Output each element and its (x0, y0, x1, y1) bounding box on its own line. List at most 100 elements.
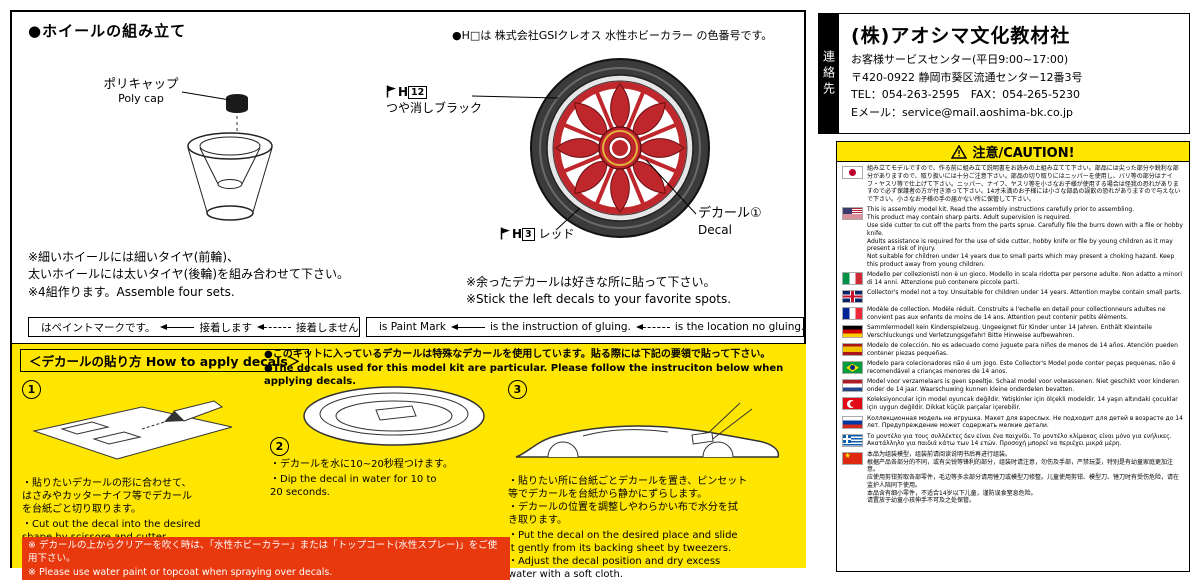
flag-italy-icon (842, 272, 863, 286)
water-dish-illustration (303, 386, 485, 446)
caution-text-greek: Το μοντέλο για τους συλλέκτες δεν είναι … (867, 432, 1172, 448)
caution-entry-german: Sammlermodell kein Kinderspielzeug. Unge… (842, 324, 1184, 340)
paint-number-3: 3 (522, 228, 535, 241)
topcoat-warning: ※ デカールの上からクリアーを吹く時は、「水性ホビーカラー」または「トップコート… (22, 537, 510, 580)
legend-glue-jp: 接着します (199, 321, 252, 334)
caution-text-dutch: Model voor verzamelaars is geen speeltje… (867, 378, 1179, 394)
caution-entry-italian: Modello per collezionisti non è un gioco… (842, 271, 1184, 287)
flag-greece-icon (842, 433, 863, 447)
caution-text-english-uk: Collector's model not a toy. Unsuitable … (867, 289, 1182, 297)
topcoat-warning-en: ※ Please use water paint or topcoat when… (28, 566, 333, 578)
paint-mark-icon (386, 85, 396, 98)
decal-callout-en: Decal (698, 222, 732, 237)
caution-title: 注意/CAUTION! (972, 146, 1075, 161)
wheel-illustration (530, 58, 710, 238)
paint-number-12: 12 (408, 86, 428, 99)
polycap-label-jp: ポリキャップ (103, 76, 179, 91)
glue-arrow-icon (450, 323, 485, 331)
caution-entry-japanese: 組み立てモデルですので、作る前に組み立て説明書をお読みの上組み立てて下さい。部品… (842, 165, 1184, 204)
flag-turkey-icon (842, 397, 863, 411)
decal-howto-intro: ●このキットに入っているデカールは特殊なデカールを使用しています。貼る際には下記… (264, 348, 806, 389)
howto-intro-jp: ●このキットに入っているデカールは特殊なデカールを使用しています。貼る際には下記… (264, 349, 771, 360)
legend-paint-jp: はペイントマークです。 (41, 321, 156, 334)
caution-text-french: Modèle de collection. Modèle réduit. Con… (867, 305, 1166, 321)
tire-combination-note: ※細いホイールには細いタイヤ(前輪)、 太いホイールには太いタイヤ(後輪)を組み… (28, 250, 350, 299)
address-line: 〒420-0922 静岡市葵区流通センター12番3号 (851, 70, 1083, 84)
flag-uk-icon (842, 290, 863, 304)
flag-netherlands-icon (842, 379, 863, 393)
apply-decal-illustration (515, 402, 780, 458)
warning-icon (951, 144, 968, 159)
legend-noglue-en: is the location no gluing. (674, 321, 805, 333)
caution-text-chinese: 本品为组装模型，组装前请阅读说明书后再进行组装。 根据产品各部分的不同，或有尖锐… (867, 450, 1180, 505)
step-3-text-jp: ・貼りたい所に台紙ごとデカールを置き、ピンセット 等でデカールを台紙から静かにず… (508, 476, 748, 526)
decal-howto-panel: ＜デカールの貼り方 How to apply decals＞ ●このキットに入っ… (12, 343, 806, 580)
caution-entry-english-uk: Collector's model not a toy. Unsuitable … (842, 289, 1184, 304)
tel-fax-line: TEL：054-263-2595 FAX：054-265-5230 (851, 88, 1081, 102)
flat-black-label-text: つや消しブラック (386, 101, 483, 116)
step-3-number: 3 (508, 380, 527, 399)
polycap-label: ポリキャップ Poly cap (86, 76, 196, 105)
paint-mark-icon (500, 227, 510, 240)
flag-usa-icon (842, 207, 863, 221)
flag-brazil-icon (842, 361, 863, 375)
caution-text-spanish: Modelo de colección. No es adecuado como… (867, 342, 1178, 357)
caution-text-german: Sammlermodell kein Kinderspielzeug. Unge… (867, 324, 1152, 339)
step-1-number: 1 (22, 380, 41, 399)
howto-step-3: 3 ・貼りたい所に台紙ごとデカールを置き、ピンセット 等でデカールを台紙から静か… (508, 378, 800, 580)
cutting-decal-illustration (32, 400, 233, 460)
flag-russia-icon (842, 415, 863, 429)
legend-english: is Paint Mark is the instruction of glui… (366, 317, 804, 337)
legend-japanese: はペイントマークです。 接着します 接着しません (28, 317, 360, 337)
contact-body: (株)アオシマ文化教材社 お客様サービスセンター(平日9:00~17:00) 〒… (843, 14, 1189, 121)
caution-text-italian: Modello per collezionisti non è un gioco… (867, 271, 1183, 287)
caution-entries: 組み立てモデルですので、作る前に組み立て説明書をお読みの上組み立てて下さい。部品… (837, 162, 1189, 508)
legend-glue-en: is the instruction of gluing. (489, 321, 631, 333)
flag-france-icon (842, 306, 863, 320)
decal-callout-jp: デカール① (698, 206, 762, 221)
caution-entry-chinese: 本品为组装模型，组装前请阅读说明书后再进行组装。 根据产品各部分的不同，或有尖锐… (842, 451, 1184, 506)
red-label-text: レッド (538, 227, 575, 241)
step-2-text-jp: ・デカールを水に10~20秒程つけます。 (270, 459, 453, 470)
leftover-decal-note: ※余ったデカールは好きな所に貼って下さい。 ※Stick the left de… (466, 275, 732, 307)
decal-howto-title: ＜デカールの貼り方 How to apply decals＞ (20, 349, 310, 372)
assembly-section-title: ●ホイールの組み立て (28, 22, 187, 40)
howto-step-2: 2 ・デカールを水に10~20秒程つけます。 ・Dip the decal in… (270, 378, 500, 499)
decal-callout: デカール① Decal (698, 206, 762, 238)
howto-step-1: 1 ・貼りたいデカールの形に合わせて、 はさみやカッターナイフ等でデカール を台… (22, 378, 262, 544)
caution-entry-russian: Коллекционная модель не игрушка. Макет д… (842, 415, 1184, 431)
contact-tab: 連絡先 (819, 14, 839, 133)
flag-spain-icon (842, 343, 863, 357)
caution-entry-turkish: Koleksiyoncular için model oyuncak değil… (842, 396, 1184, 412)
polycap-label-en: Poly cap (118, 91, 164, 105)
paint-code-letter: H (512, 227, 523, 241)
glue-arrow-icon (160, 323, 195, 331)
legend-noglue-jp: 接着しません (295, 321, 359, 334)
caution-entry-english-us: This is assembly model kit. Read the ass… (842, 206, 1184, 268)
caution-entry-dutch: Model voor verzamelaars is geen speeltje… (842, 378, 1184, 394)
caution-text-turkish: Koleksiyoncular için model oyuncak değil… (867, 396, 1178, 412)
step-1-text-jp: ・貼りたいデカールの形に合わせて、 はさみやカッターナイフ等でデカール を台紙ご… (22, 478, 192, 515)
caution-text-portuguese: Modelo para colecionadores não é um jogo… (867, 360, 1176, 376)
caution-text-japanese: 組み立てモデルですので、作る前に組み立て説明書をお読みの上組み立てて下さい。部品… (867, 165, 1181, 204)
paint-color-note: ●H□は 株式会社GSIクレオス 水性ホビーカラー の色番号です。 (452, 29, 773, 42)
no-glue-arrow-icon (635, 323, 670, 331)
caution-text-english-us: This is assembly model kit. Read the ass… (867, 206, 1183, 269)
service-center-line: お客様サービスセンター(平日9:00~17:00) (851, 53, 1069, 66)
flag-china-icon (842, 451, 863, 465)
step-3-text-en: ・Put the decal on the desired place and … (508, 530, 738, 580)
caution-entry-portuguese: Modelo para colecionadores não é um jogo… (842, 360, 1184, 376)
company-name: (株)アオシマ文化教材社 (851, 25, 1071, 47)
caution-text-russian: Коллекционная модель не игрушка. Макет д… (867, 414, 1183, 430)
polycap-illustration (187, 94, 273, 221)
email-line: Eメール：service@mail.aoshima-bk.co.jp (851, 105, 1074, 119)
legend-paint-en: is Paint Mark (379, 321, 446, 333)
caution-box: 注意/CAUTION! 組み立てモデルですので、作る前に組み立て説明書をお読みの… (836, 141, 1190, 572)
caution-entry-greek: Το μοντέλο για τους συλλέκτες δεν είναι … (842, 433, 1184, 449)
caution-entry-spanish: Modelo de colección. No es adecuado como… (842, 342, 1184, 358)
paint-code-letter: H (398, 85, 409, 99)
howto-intro-en: ●The decals used for this model kit are … (264, 362, 784, 388)
